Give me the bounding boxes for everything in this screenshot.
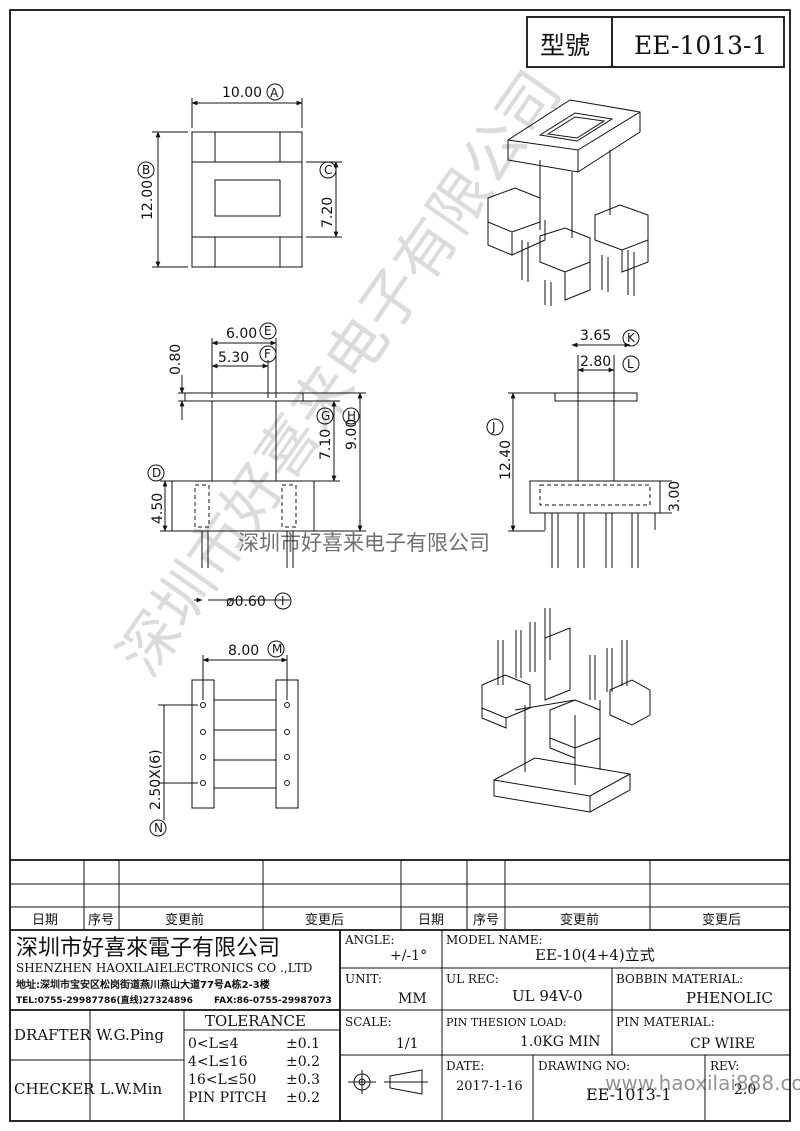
dim-k-value: 3.65 (580, 328, 611, 344)
rev-header-seq-2: 序号 (473, 913, 499, 928)
dim-f-value: 5.30 (218, 350, 249, 366)
bottom-view: 8.00 M 2.50X(6) N (148, 640, 299, 837)
tolerance-range-3: 16<L≤50 (188, 1072, 256, 1088)
title-block: 深圳市好喜來電子有限公司 SHENZHEN HAOXILAIELECTRONIC… (10, 930, 800, 1121)
dim-a-letter: A (270, 86, 279, 100)
dim-n-value: 2.50X(6) (148, 749, 164, 810)
dim-g-value: 7.10 (318, 429, 334, 460)
model-name-value: EE-10(4+4)立式 (535, 946, 655, 964)
isometric-view-top (487, 99, 649, 306)
dim-i-letter: I (281, 594, 285, 608)
model-value: EE-1013-1 (634, 31, 767, 60)
rev-header-seq-1: 序号 (88, 913, 114, 928)
top-view: 10.00 A 12.00 B 7.20 C (137, 83, 342, 268)
rev-header-after-1: 变更后 (305, 912, 344, 928)
bobbin-material-label: BOBBIN MATERIAL: (616, 972, 743, 986)
dim-a-value: 10.00 (222, 85, 262, 101)
company-name-en: SHENZHEN HAOXILAIELECTRONICS CO .,LTD (16, 961, 312, 975)
company-tel: TEL:0755-29987786(直线)27324896 (16, 994, 193, 1006)
angle-label: ANGLE: (344, 933, 395, 947)
dim-g-letter: G (321, 409, 330, 423)
tolerance-value-2: ±0.2 (286, 1054, 320, 1070)
checker-value: L.W.Min (100, 1080, 162, 1098)
ul-value: UL 94V-0 (512, 987, 583, 1005)
bobbin-material-value: PHENOLIC (686, 989, 773, 1007)
dim-c-letter: C (324, 163, 332, 177)
date-label: DATE: (446, 1059, 484, 1073)
scale-label: SCALE: (345, 1015, 392, 1029)
checker-label: CHECKER (14, 1080, 95, 1098)
dim-j-value: 12.40 (498, 440, 514, 480)
dim-e-letter: E (264, 324, 272, 338)
pin-load-value: 1.0KG MIN (520, 1034, 600, 1050)
model-label: 型號 (540, 31, 590, 60)
dim-f-letter: F (264, 347, 271, 361)
tolerance-range-1: 0<L≤4 (188, 1036, 239, 1052)
tolerance-range-2: 4<L≤16 (188, 1054, 248, 1070)
tolerance-label: TOLERANCE (205, 1012, 306, 1030)
ul-label: UL REC: (446, 972, 499, 986)
rev-header-before-2: 变更前 (560, 912, 599, 928)
dim-h-value: 9.00 (344, 419, 360, 450)
drawing-no-value: EE-1013-1 (586, 1085, 671, 1104)
company-address: 地址:深圳市宝安区松岗街道燕川燕山大道77号A栋2-3楼 (16, 978, 270, 991)
rev-header-after-2: 变更后 (702, 912, 741, 928)
dim-top-flange-value: 0.80 (168, 344, 184, 375)
rev-label: REV: (710, 1059, 739, 1073)
url-watermark: www.haoxilai888.com (605, 1071, 800, 1095)
tolerance-value-1: ±0.1 (286, 1036, 320, 1052)
dim-i-value: ø0.60 (226, 594, 266, 610)
tolerance-range-4: PIN PITCH (188, 1090, 267, 1106)
dim-l-letter: L (627, 357, 634, 371)
dim-d-value: 4.50 (150, 493, 166, 524)
pin-load-label: PIN THESION LOAD: (446, 1016, 567, 1029)
dim-m-letter: M (272, 642, 282, 656)
dim-l-value: 2.80 (580, 354, 611, 370)
dim-h-letter: H (347, 409, 356, 423)
revision-table: 日期 序号 变更前 变更后 日期 序号 变更前 变更后 (10, 859, 790, 931)
third-angle-projection-icon (348, 1069, 428, 1095)
unit-label: UNIT: (345, 972, 382, 986)
tolerance-value-4: ±0.2 (286, 1090, 320, 1106)
rev-header-before-1: 变更前 (165, 912, 204, 928)
drafter-value: W.G.Ping (96, 1026, 164, 1044)
watermark-horizontal: 深圳市好喜来电子有限公司 (238, 531, 490, 555)
drawing-no-label: DRAWING NO: (538, 1059, 630, 1073)
dim-e-value: 6.00 (226, 326, 257, 342)
dim-m-value: 8.00 (228, 643, 259, 659)
dim-side-height-value: 3.00 (667, 481, 683, 512)
dim-k-letter: K (627, 331, 636, 345)
drafter-label: DRAFTER (14, 1026, 92, 1044)
pin-material-label: PIN MATERIAL: (616, 1015, 715, 1029)
dim-b-value: 12.00 (140, 180, 156, 220)
side-view: 3.65 K 2.80 L 12.40 J 3.00 (486, 328, 683, 568)
scale-value: 1/1 (396, 1036, 419, 1052)
dim-n-letter: N (154, 821, 163, 835)
dim-d-letter: D (152, 466, 161, 480)
rev-header-date-2: 日期 (418, 913, 444, 928)
dim-b-letter: B (142, 163, 150, 177)
angle-value: +/-1° (390, 948, 427, 964)
dim-j-letter: J (491, 420, 496, 434)
company-name-cn: 深圳市好喜來電子有限公司 (16, 936, 280, 961)
rev-header-date-1: 日期 (32, 913, 58, 928)
company-fax: FAX:86-0755-29987073 (214, 996, 332, 1006)
model-name-label: MODEL NAME: (446, 933, 543, 947)
header-model-box: 型號 EE-1013-1 (526, 16, 785, 68)
date-value: 2017-1-16 (456, 1079, 523, 1094)
pin-material-value: CP WIRE (690, 1036, 755, 1052)
dim-c-value: 7.20 (320, 197, 336, 228)
rev-value: 2.0 (734, 1082, 756, 1098)
unit-value: MM (398, 991, 427, 1007)
front-view: 6.00 E 5.30 F 0.80 7.10 G 9.00 H 4.50 (147, 322, 366, 610)
tolerance-value-3: ±0.3 (286, 1072, 320, 1088)
sheet-border (9, 9, 791, 1122)
isometric-view-bottom (481, 608, 651, 813)
